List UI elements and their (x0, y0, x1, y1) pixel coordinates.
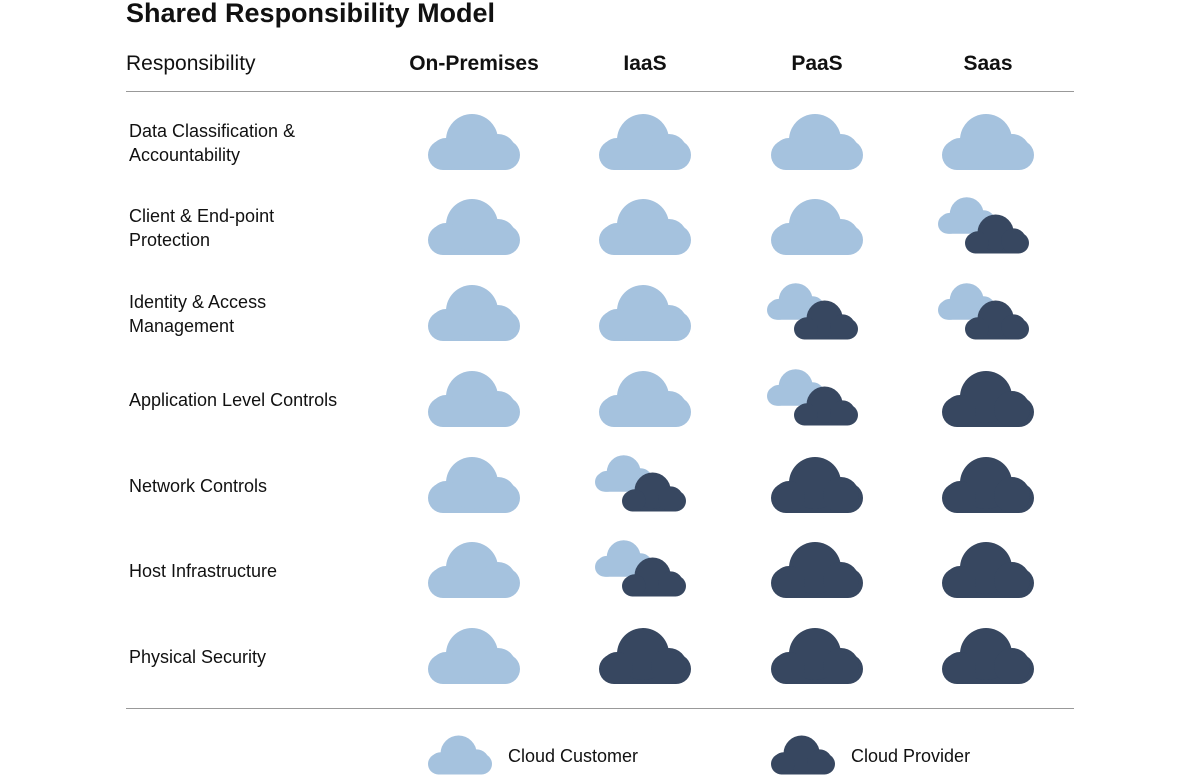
provider-cloud-icon-paas (769, 541, 865, 601)
customer-cloud-icon-saas (940, 113, 1036, 173)
customer-cloud-icon-iaas (597, 198, 693, 258)
shared-cloud-icon-saas (938, 197, 1036, 258)
customer-cloud-icon-on-premises (426, 113, 522, 173)
provider-cloud-icon-saas (940, 627, 1036, 687)
shared-cloud-icon-paas (767, 369, 865, 430)
customer-cloud-icon-iaas (597, 284, 693, 344)
legend-provider-label: Cloud Provider (851, 746, 971, 766)
customer-cloud-icon-paas (769, 113, 865, 173)
customer-cloud-icon-paas (769, 198, 865, 258)
provider-cloud-icon-saas (940, 541, 1036, 601)
customer-cloud-icon-on-premises (426, 370, 522, 430)
customer-cloud-icon-on-premises (426, 627, 522, 687)
provider-cloud-icon-paas (769, 627, 865, 687)
page-title: Shared Responsibility Model (126, 0, 496, 28)
customer-cloud-icon-on-premises (426, 456, 522, 516)
row-label: Physical Security (129, 647, 267, 667)
shared-cloud-icon-iaas (595, 455, 693, 516)
column-header-iaas: IaaS (623, 52, 667, 75)
row-label: Data Classification & Accountability (129, 121, 296, 165)
provider-cloud-icon-saas (940, 370, 1036, 430)
column-header-saas: Saas (963, 52, 1013, 75)
customer-cloud-icon-on-premises (426, 284, 522, 344)
header-divider (126, 91, 1074, 92)
column-header-paas: PaaS (791, 52, 843, 75)
row-label: Client & End-point Protection (129, 206, 275, 250)
customer-cloud-icon-on-premises (426, 541, 522, 601)
footer-divider (126, 708, 1074, 709)
shared-cloud-icon-paas (767, 283, 865, 344)
provider-cloud-icon-iaas (597, 627, 693, 687)
customer-cloud-icon-iaas (597, 370, 693, 430)
row-label: Identity & Access Management (129, 292, 267, 336)
legend-customer-cloud-icon (428, 735, 492, 780)
shared-cloud-icon-iaas (595, 540, 693, 601)
row-label: Network Controls (129, 476, 268, 496)
row-label: Application Level Controls (129, 390, 338, 410)
provider-cloud-icon-saas (940, 456, 1036, 516)
column-header-on-premises: On-Premises (409, 52, 539, 75)
legend-provider-cloud-icon (771, 735, 835, 780)
row-label: Host Infrastructure (129, 561, 278, 581)
responsibility-header: Responsibility (126, 52, 256, 75)
legend-customer-label: Cloud Customer (508, 746, 639, 766)
customer-cloud-icon-iaas (597, 113, 693, 173)
customer-cloud-icon-on-premises (426, 198, 522, 258)
shared-cloud-icon-saas (938, 283, 1036, 344)
provider-cloud-icon-paas (769, 456, 865, 516)
